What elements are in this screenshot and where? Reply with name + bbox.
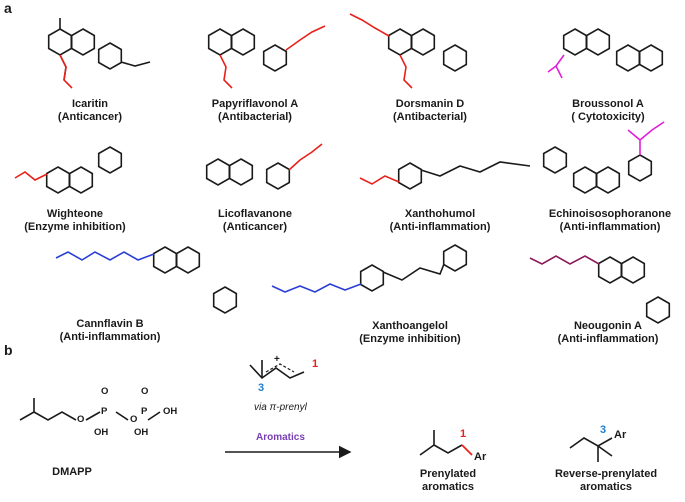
atom-oh: OH [134, 427, 149, 438]
atom-o: O [101, 386, 109, 397]
compound-name: Neougonin A [573, 320, 643, 332]
compound-label-neougonin-a: Neougonin A (Anti-inflammation) [558, 320, 659, 346]
compound-name: Xanthoangelol [372, 320, 448, 332]
cation-plus: + [274, 354, 280, 365]
product-label-prenylated: Prenylated aromatics [420, 468, 476, 494]
structure-dmapp [19, 398, 161, 421]
product-name: Reverse-prenylated [554, 468, 658, 480]
atom-o: O [130, 414, 138, 425]
compound-activity: ( Cytotoxicity) [571, 111, 645, 123]
structure-wighteone [14, 146, 123, 194]
panel-label-a: a [4, 0, 12, 16]
structure-broussonol-a [547, 28, 664, 79]
structure-licoflavanone [205, 143, 323, 190]
structure-pi-prenyl-cation [249, 360, 305, 380]
compound-name: Wighteone [46, 208, 104, 220]
structure-dorsmanin-d [349, 13, 468, 89]
compound-name: Licoflavanone [218, 208, 292, 220]
ar-label: Ar [614, 429, 627, 441]
compound-activity: (Anticancer) [222, 221, 288, 233]
position-3-label: 3 [258, 382, 265, 394]
structure-cannflavin-b [55, 246, 238, 314]
dmapp-label: DMAPP [52, 466, 92, 478]
position-1-label: 1 [312, 358, 319, 370]
compound-activity: (Enzyme inhibition) [24, 221, 126, 233]
compound-label-wighteone: Wighteone (Enzyme inhibition) [24, 208, 125, 234]
structure-neougonin-a [529, 255, 671, 324]
compound-activity: (Enzyme inhibition) [359, 333, 461, 345]
compound-name: Broussonol A [572, 98, 644, 110]
structure-xanthohumol [359, 146, 568, 190]
compound-label-licoflavanone: Licoflavanone (Anticancer) [218, 208, 292, 234]
compound-name: Papyriflavonol A [211, 98, 299, 110]
compound-label-xanthoangelol: Xanthoangelol (Enzyme inhibition) [359, 320, 460, 346]
product-name-2: aromatics [580, 481, 632, 493]
atom-oh: OH [163, 406, 178, 417]
compound-label-icaritin: Icaritin (Anticancer) [58, 98, 122, 124]
product-name-2: aromatics [422, 481, 474, 493]
compound-activity: (Anti-inflammation) [59, 331, 161, 343]
compound-name: Echinoisosophoranone [548, 208, 672, 220]
compound-activity: (Anti-inflammation) [559, 221, 661, 233]
compound-label-papyriflavonol-a: Papyriflavonol A (Antibacterial) [212, 98, 298, 124]
structure-papyriflavonol-a [207, 25, 326, 89]
atom-oh: OH [94, 427, 109, 438]
compound-activity: (Anticancer) [57, 111, 123, 123]
structure-echinoisosophoranone [572, 121, 665, 194]
structure-xanthoangelol [271, 244, 468, 293]
structure-prenylated-aromatic [419, 430, 473, 456]
compound-label-echinoisosophoranone: Echinoisosophoranone (Anti-inflammation) [549, 208, 671, 234]
reagent-aromatics: Aromatics [256, 432, 305, 443]
compound-name: Cannflavin B [76, 318, 144, 330]
product-position-1: 1 [460, 428, 467, 440]
product-name: Prenylated [419, 468, 477, 480]
atom-p: P [101, 406, 108, 417]
product-position-3: 3 [600, 424, 607, 436]
compound-name: Xanthohumol [404, 208, 476, 220]
product-label-reverse-prenylated: Reverse-prenylated aromatics [555, 468, 657, 494]
compound-activity: (Anti-inflammation) [389, 221, 491, 233]
structure-icaritin [47, 18, 151, 89]
via-pi-prenyl: via π-prenyl [254, 402, 307, 413]
ar-label: Ar [474, 451, 487, 463]
compound-label-dorsmanin-d: Dorsmanin D (Antibacterial) [393, 98, 467, 124]
compound-name: Icaritin [71, 98, 109, 110]
compound-label-cannflavin-b: Cannflavin B (Anti-inflammation) [60, 318, 161, 344]
atom-p: P [141, 406, 148, 417]
atom-o: O [141, 386, 149, 397]
compound-activity: (Antibacterial) [393, 111, 467, 123]
panel-label-b: b [4, 342, 13, 358]
structure-reverse-prenylated-aromatic [569, 437, 613, 462]
atom-o: O [77, 414, 85, 425]
compound-activity: (Anti-inflammation) [557, 333, 659, 345]
compound-label-xanthohumol: Xanthohumol (Anti-inflammation) [390, 208, 491, 234]
compound-name: Dorsmanin D [395, 98, 465, 110]
compound-activity: (Antibacterial) [218, 111, 292, 123]
compound-label-broussonol-a: Broussonol A ( Cytotoxicity) [571, 98, 644, 124]
